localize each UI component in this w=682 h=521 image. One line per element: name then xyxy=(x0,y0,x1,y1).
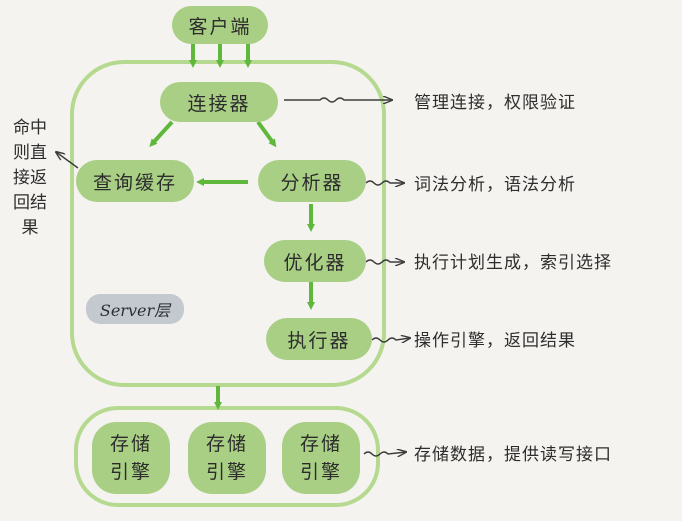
storage-engine-line1: 存储 xyxy=(205,433,248,455)
server-layer-label: Server层 xyxy=(99,301,171,320)
connector-note-arrow xyxy=(284,98,392,102)
storage-layer-frame xyxy=(74,406,380,507)
optimizer-label: 优化器 xyxy=(283,251,347,274)
storage-engine-node: 存储 引擎 xyxy=(188,422,266,494)
query-cache-node: 查询缓存 xyxy=(76,160,194,202)
client-node: 客户端 xyxy=(172,6,268,44)
storage-engine-node: 存储 引擎 xyxy=(282,422,360,494)
connector-node: 连接器 xyxy=(160,82,278,122)
analyzer-annotation: 词法分析，语法分析 xyxy=(414,175,576,195)
server-layer-frame xyxy=(70,60,386,387)
storage-engine-line1: 存储 xyxy=(299,433,342,455)
executor-label: 执行器 xyxy=(287,329,351,352)
optimizer-node: 优化器 xyxy=(264,240,366,282)
executor-annotation: 操作引擎，返回结果 xyxy=(414,331,576,351)
optimizer-annotation: 执行计划生成，索引选择 xyxy=(414,253,612,273)
storage-annotation: 存储数据，提供读写接口 xyxy=(414,445,612,465)
executor-node: 执行器 xyxy=(266,318,372,360)
connector-label: 连接器 xyxy=(187,92,251,115)
storage-note-arrow xyxy=(363,452,406,456)
storage-engine-line2: 引擎 xyxy=(109,461,152,483)
connector-to-cache-arrow xyxy=(149,120,174,147)
cache-hit-return-arrow xyxy=(56,152,79,169)
storage-engine-node: 存储 引擎 xyxy=(92,422,170,494)
connector-to-analyzer-arrow xyxy=(256,120,277,148)
analyzer-note-arrow xyxy=(365,181,404,185)
executor-note-arrow xyxy=(371,338,410,342)
storage-engine-line1: 存储 xyxy=(109,433,152,455)
client-label: 客户端 xyxy=(188,15,252,38)
storage-engine-line2: 引擎 xyxy=(205,461,248,483)
analyzer-node: 分析器 xyxy=(258,160,366,202)
storage-engine-line2: 引擎 xyxy=(299,461,342,483)
server-layer-badge: Server层 xyxy=(86,294,184,324)
query-cache-label: 查询缓存 xyxy=(92,171,177,194)
optimizer-note-arrow xyxy=(365,260,404,264)
analyzer-label: 分析器 xyxy=(280,171,344,194)
cache-hit-annotation: 命中则直接返回结果 xyxy=(13,118,47,238)
connector-annotation: 管理连接，权限验证 xyxy=(414,93,576,113)
